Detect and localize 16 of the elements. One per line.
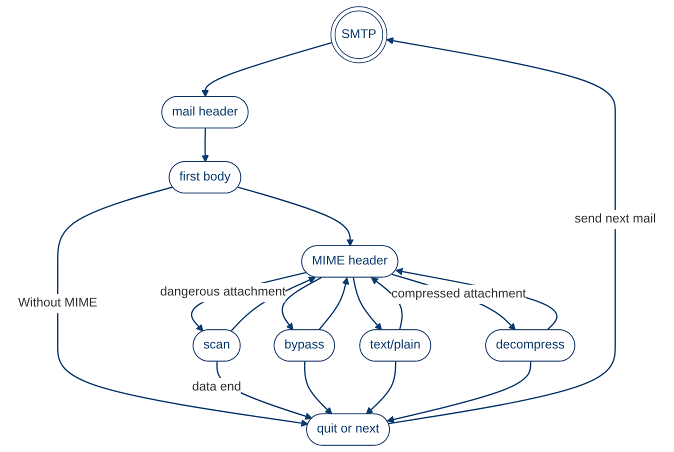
arrow: [352, 277, 382, 330]
edge-label: compressed attachment: [391, 286, 526, 301]
arrow: [386, 37, 616, 424]
arrow: [202, 128, 209, 162]
arrow: [282, 276, 322, 330]
edge-label: send next mail: [574, 212, 656, 226]
arrow: [304, 362, 332, 414]
edge-label: dangerous attachment: [160, 284, 286, 299]
edge-label: data end: [192, 380, 242, 394]
arrow: [202, 42, 332, 98]
arrow: [386, 362, 532, 424]
node-circle: SMTP: [330, 6, 388, 64]
arrow: [318, 277, 350, 331]
edge-label: Without MIME: [18, 296, 98, 310]
arrow: [238, 186, 354, 246]
arrow: [366, 362, 396, 414]
